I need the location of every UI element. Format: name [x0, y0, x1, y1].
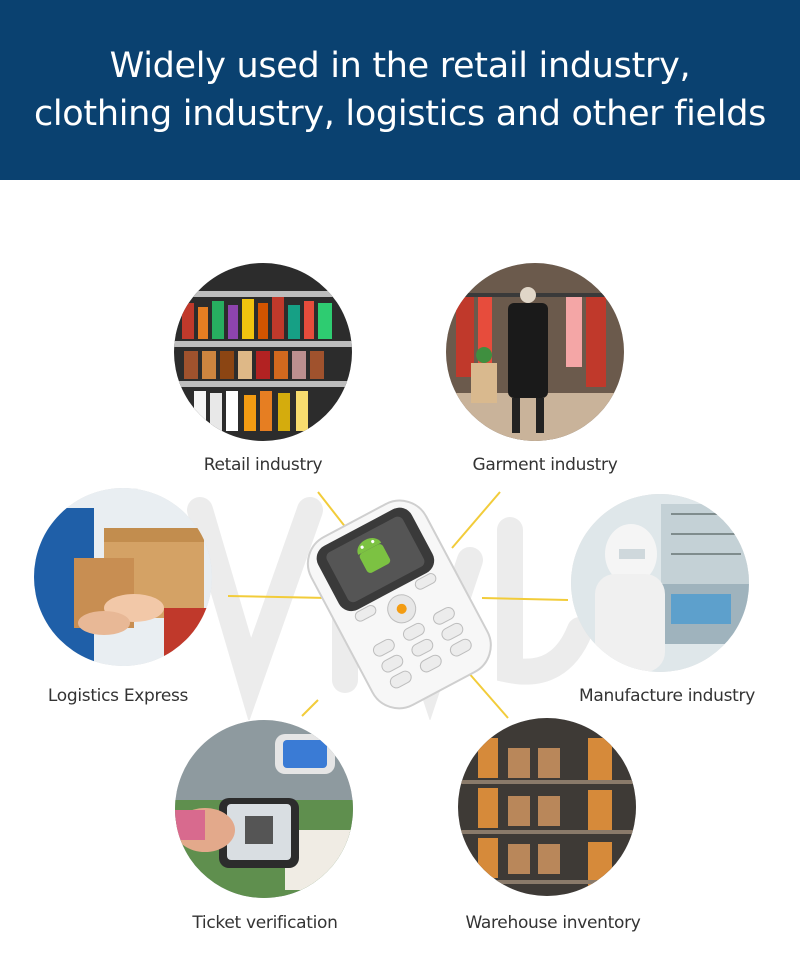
garment-industry-photo: [446, 263, 624, 441]
header-title-line-2: clothing industry, logistics and other f…: [33, 94, 767, 134]
garment-industry-label: Garment industry: [472, 455, 618, 475]
retail-industry-label: Retail industry: [203, 455, 323, 475]
handheld-scanner-icon: [306, 499, 492, 710]
ticket-verification-photo: [175, 720, 353, 898]
logistics-express-photo: [34, 488, 212, 666]
retail-industry-photo: [174, 263, 352, 441]
android-icon: [357, 538, 391, 573]
header-banner: Widely used in the retail industry, clot…: [0, 0, 800, 180]
ticket-verification-label: Ticket verification: [192, 913, 338, 933]
manufacture-industry-photo: [571, 494, 749, 672]
header-title-line-1: Widely used in the retail industry,: [109, 46, 691, 86]
logistics-express-label: Logistics Express: [47, 686, 189, 706]
warehouse-inventory-photo: [458, 718, 636, 896]
warehouse-inventory-label: Warehouse inventory: [465, 913, 641, 933]
manufacture-industry-label: Manufacture industry: [579, 686, 755, 706]
